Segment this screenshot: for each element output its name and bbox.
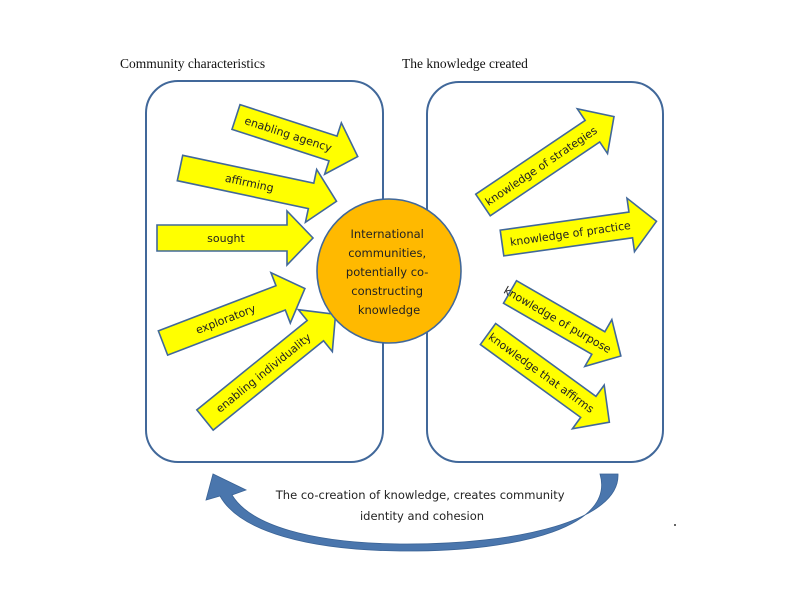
cycle-caption-line: identity and cohesion bbox=[360, 509, 484, 523]
cycle-arrow bbox=[205, 473, 619, 552]
center-label-line: knowledge bbox=[358, 303, 420, 317]
center-label-line: constructing bbox=[351, 284, 423, 298]
arrow-shape-icon bbox=[474, 107, 615, 217]
curved-return-arrow-icon bbox=[205, 473, 619, 552]
heading-community-characteristics: Community characteristics bbox=[120, 56, 265, 71]
cycle-caption-line: The co-creation of knowledge, creates co… bbox=[275, 488, 565, 502]
left-arrow: sought bbox=[156, 209, 315, 267]
arrow-shape-icon bbox=[230, 103, 359, 176]
arrow-shape-icon bbox=[176, 154, 338, 225]
cycle-caption: The co-creation of knowledge, creates co… bbox=[275, 488, 568, 523]
arrow-shape-icon bbox=[502, 279, 622, 368]
center-label-line: potentially co- bbox=[346, 265, 429, 279]
center-label-line: communities, bbox=[348, 246, 426, 260]
arrow-label: sought bbox=[207, 232, 245, 245]
arrow-shape-icon bbox=[156, 209, 315, 267]
center-label: International communities, potentially c… bbox=[346, 227, 432, 317]
center-circle bbox=[316, 198, 462, 344]
arrow-shape-icon bbox=[499, 196, 658, 257]
arrow-shape-icon bbox=[157, 271, 306, 357]
center-node: International communities, potentially c… bbox=[316, 198, 462, 344]
heading-knowledge-created: The knowledge created bbox=[402, 56, 528, 71]
left-arrow: affirming bbox=[176, 154, 338, 225]
arrow-shape-icon bbox=[479, 322, 611, 430]
arrow-shape-icon bbox=[195, 308, 337, 432]
stray-dot bbox=[674, 524, 676, 526]
knowledge-created-panel bbox=[426, 81, 664, 463]
center-label-line: International bbox=[350, 227, 423, 241]
